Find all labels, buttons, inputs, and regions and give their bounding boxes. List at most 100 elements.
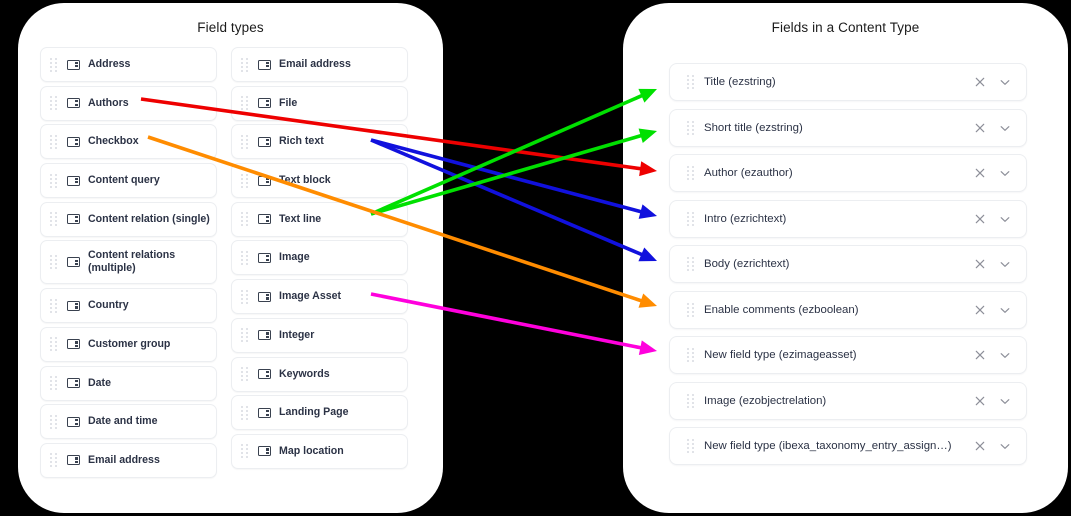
drag-handle-icon[interactable] [50, 255, 57, 270]
close-icon[interactable] [973, 75, 987, 89]
field-type-item-label: Landing Page [279, 406, 349, 419]
field-type-item[interactable]: Checkbox [40, 124, 217, 160]
close-icon[interactable] [973, 212, 987, 226]
drag-handle-icon[interactable] [50, 173, 57, 188]
drag-handle-icon[interactable] [687, 439, 694, 454]
drag-handle-icon[interactable] [687, 75, 694, 90]
drag-handle-icon[interactable] [687, 257, 694, 272]
chevron-down-icon[interactable] [998, 166, 1012, 180]
field-type-icon [258, 175, 271, 186]
field-type-item[interactable]: Email address [40, 442, 217, 478]
close-icon[interactable] [973, 257, 987, 271]
field-type-item-label: Content relation (single) [88, 212, 210, 225]
field-type-item[interactable]: Rich text [231, 124, 408, 160]
content-type-field-row[interactable]: Short title (ezstring) [669, 108, 1027, 147]
drag-handle-icon[interactable] [241, 444, 248, 459]
chevron-down-icon[interactable] [998, 257, 1012, 271]
drag-handle-icon[interactable] [50, 298, 57, 313]
field-type-icon [67, 378, 80, 388]
close-icon[interactable] [973, 303, 987, 317]
drag-handle-icon[interactable] [50, 57, 57, 72]
field-type-item[interactable]: Content query [40, 163, 217, 199]
drag-handle-icon[interactable] [687, 120, 694, 135]
drag-handle-icon[interactable] [241, 367, 248, 382]
field-type-icon [258, 369, 271, 379]
content-type-field-row[interactable]: Body (ezrichtext) [669, 245, 1027, 283]
content-type-field-actions [973, 303, 1012, 317]
field-type-item[interactable]: Landing Page [231, 395, 408, 431]
field-type-item[interactable]: Map location [231, 433, 408, 469]
close-icon[interactable] [973, 439, 987, 453]
content-type-field-row[interactable]: New field type (ibexa_taxonomy_entry_ass… [669, 427, 1027, 465]
chevron-down-icon[interactable] [998, 212, 1012, 226]
field-type-item[interactable]: Text line [231, 201, 408, 237]
close-icon[interactable] [973, 121, 987, 135]
drag-handle-icon[interactable] [50, 414, 57, 429]
field-type-icon [258, 291, 271, 302]
field-type-icon [67, 300, 80, 311]
drag-handle-icon[interactable] [241, 405, 248, 420]
field-type-icon [258, 98, 271, 109]
chevron-down-icon[interactable] [998, 439, 1012, 453]
field-type-item[interactable]: Country [40, 288, 217, 324]
field-type-item[interactable]: Content relation (single) [40, 201, 217, 237]
content-type-field-row[interactable]: Author (ezauthor) [669, 154, 1027, 192]
drag-handle-icon[interactable] [50, 337, 57, 352]
field-type-item-label: Rich text [279, 135, 324, 148]
chevron-down-icon[interactable] [998, 121, 1012, 135]
field-type-item-label: Authors [88, 96, 129, 109]
drag-handle-icon[interactable] [687, 348, 694, 363]
field-type-icon [67, 416, 80, 427]
chevron-down-icon[interactable] [998, 75, 1012, 89]
field-type-item[interactable]: Authors [40, 85, 217, 121]
drag-handle-icon[interactable] [50, 134, 57, 149]
content-type-field-row[interactable]: Enable comments (ezboolean) [669, 290, 1027, 329]
chevron-down-icon[interactable] [998, 303, 1012, 317]
field-type-icon [67, 455, 80, 466]
close-icon[interactable] [973, 166, 987, 180]
field-type-item[interactable]: Image Asset [231, 279, 408, 315]
content-type-fields-panel-title: Fields in a Content Type [771, 20, 920, 35]
chevron-down-icon[interactable] [998, 394, 1012, 408]
field-type-item[interactable]: Email address [231, 47, 408, 82]
field-type-icon [67, 136, 80, 147]
field-type-item[interactable]: Customer group [40, 326, 217, 362]
field-type-item[interactable]: Integer [231, 317, 408, 353]
content-type-field-row[interactable]: Title (ezstring) [669, 63, 1027, 101]
field-type-item[interactable]: File [231, 85, 408, 121]
drag-handle-icon[interactable] [241, 96, 248, 111]
field-type-item[interactable]: Content relations (multiple) [40, 240, 217, 285]
content-type-field-row[interactable]: New field type (ezimageasset) [669, 336, 1027, 374]
chevron-down-icon[interactable] [998, 348, 1012, 362]
content-type-field-row[interactable]: Image (ezobjectrelation) [669, 381, 1027, 420]
drag-handle-icon[interactable] [241, 250, 248, 265]
field-type-item[interactable]: Text block [231, 163, 408, 199]
field-type-item[interactable]: Date and time [40, 404, 217, 440]
drag-handle-icon[interactable] [50, 212, 57, 227]
field-type-icon [67, 59, 80, 70]
drag-handle-icon[interactable] [50, 96, 57, 111]
field-type-item[interactable]: Keywords [231, 356, 408, 392]
drag-handle-icon[interactable] [687, 302, 694, 317]
drag-handle-icon[interactable] [241, 289, 248, 304]
drag-handle-icon[interactable] [687, 211, 694, 226]
drag-handle-icon[interactable] [241, 134, 248, 149]
field-type-icon [258, 446, 271, 457]
close-icon[interactable] [973, 348, 987, 362]
drag-handle-icon[interactable] [241, 212, 248, 227]
field-type-item-label: Date [88, 376, 111, 389]
drag-handle-icon[interactable] [50, 376, 57, 391]
field-type-item[interactable]: Address [40, 47, 217, 82]
drag-handle-icon[interactable] [241, 328, 248, 343]
drag-handle-icon[interactable] [241, 173, 248, 188]
drag-handle-icon[interactable] [50, 453, 57, 468]
drag-handle-icon[interactable] [687, 393, 694, 408]
field-type-item[interactable]: Image [231, 240, 408, 276]
field-type-item[interactable]: Date [40, 365, 217, 401]
drag-handle-icon[interactable] [687, 166, 694, 181]
drag-handle-icon[interactable] [241, 57, 248, 72]
close-icon[interactable] [973, 394, 987, 408]
field-type-item-label: Email address [88, 453, 160, 466]
content-type-field-row[interactable]: Intro (ezrichtext) [669, 199, 1027, 238]
